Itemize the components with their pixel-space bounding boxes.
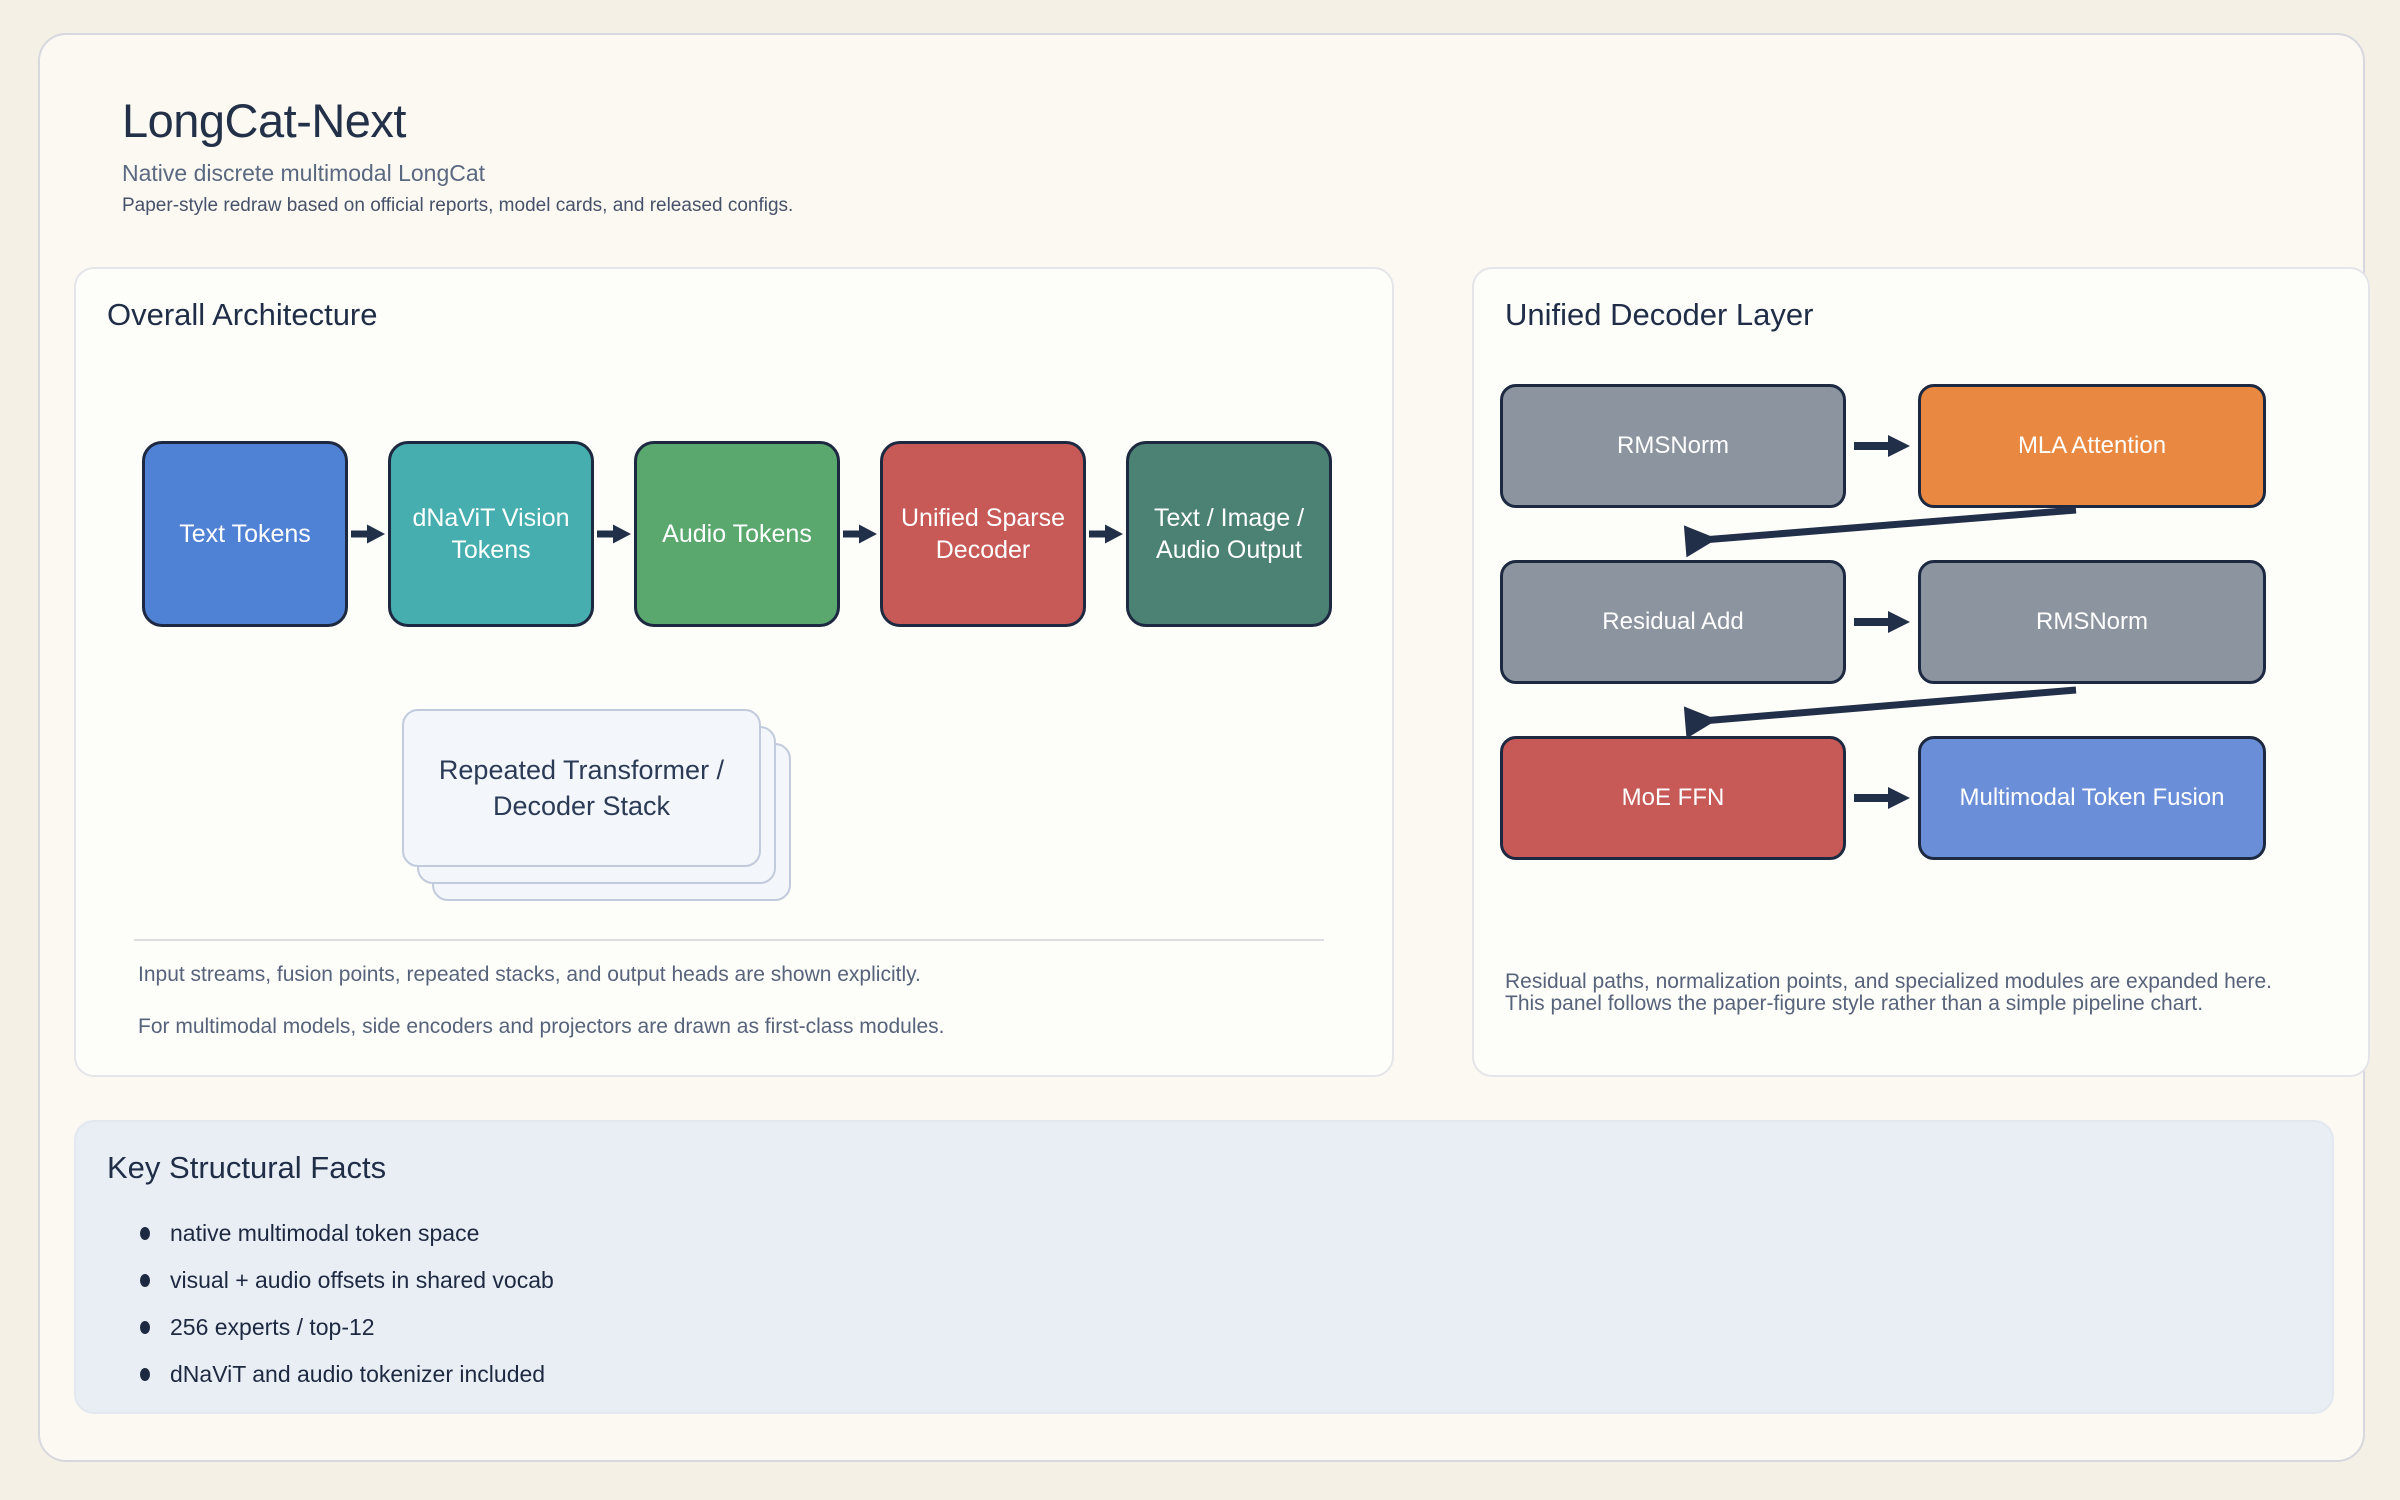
pipeline-box-label: Text Tokens [179,519,311,548]
fact-item: dNaViT and audio tokenizer included [140,1359,554,1389]
overall-notes: Input streams, fusion points, repeated s… [138,961,945,1041]
pipeline-box-label: Unified Sparse Decoder [901,503,1065,565]
decoder-box-label: MLA Attention [2017,432,2167,459]
decoder-box-mla-attention: MLA Attention [1918,384,2266,508]
flow-arrow-gap [840,441,880,627]
overall-note-1: Input streams, fusion points, repeated s… [138,963,921,986]
flow-arrow-icon [1089,524,1123,544]
decoder-row: RMSNorm MLA Attention [1500,384,2266,508]
fact-text: dNaViT and audio tokenizer included [170,1360,546,1387]
bullet-dot-icon [140,1273,150,1287]
page-tagline: Paper-style redraw based on official rep… [122,195,794,216]
overall-architecture-title: Overall Architecture [107,297,378,332]
pipeline-box-unified-sparse-decoder: Unified Sparse Decoder [880,441,1086,627]
repeated-stack: Repeated Transformer / Decoder Stack [402,709,797,914]
flow-arrow-gap [1846,736,1918,860]
main-card: LongCat-Next Native discrete multimodal … [38,33,2370,1462]
bullet-dot-icon [140,1367,150,1381]
facts-list: native multimodal token space visual + au… [140,1218,554,1406]
unified-decoder-panel: Unified Decoder Layer RMSNorm MLA Attenti… [1472,267,2370,1077]
decoder-row: Residual Add RMSNorm [1500,560,2266,684]
pipeline-box-label: Text / Image / Audio Output [1153,503,1305,565]
decoder-box-residual-add: Residual Add [1500,560,1846,684]
flow-arrow-icon [1854,435,1910,457]
decoder-box-rmsnorm: RMSNorm [1918,560,2266,684]
page-header: LongCat-Next Native discrete multimodal … [122,93,793,217]
page-subtitle: Native discrete multimodal LongCat [122,160,486,186]
flow-arrow-gap [594,441,634,627]
decoder-box-moe-ffn: MoE FFN [1500,736,1846,860]
key-facts-title: Key Structural Facts [107,1150,387,1185]
decoder-note-1: Residual paths, normalization points, an… [1505,970,2272,993]
flow-arrow-icon [1854,611,1910,633]
unified-decoder-title: Unified Decoder Layer [1505,297,1814,332]
stack-card-front: Repeated Transformer / Decoder Stack [402,709,761,867]
overall-architecture-panel: Overall Architecture Text Tokens dNaViT V… [74,267,1394,1077]
flow-arrow-icon [1854,787,1910,809]
decoder-box-rmsnorm: RMSNorm [1500,384,1846,508]
flow-arrow-gap [1846,384,1918,508]
decoder-box-label: RMSNorm [2036,608,2148,635]
fact-text: 256 experts / top-12 [170,1313,375,1340]
decoder-box-label: Residual Add [1602,608,1744,635]
flow-arrow-icon [843,524,877,544]
bullet-dot-icon [140,1320,150,1334]
fact-item: visual + audio offsets in shared vocab [140,1265,554,1295]
flow-arrow-gap [1846,560,1918,684]
pipeline-box-dnavit-vision-tokens: dNaViT Vision Tokens [388,441,594,627]
pipeline-box-label: dNaViT Vision Tokens [412,503,570,565]
key-facts-panel: Key Structural Facts native multimodal t… [74,1120,2334,1414]
decoder-notes: Residual paths, normalization points, an… [1505,969,2305,1018]
pipeline-box-label: Audio Tokens [662,519,812,548]
decoder-box-multimodal-token-fusion: Multimodal Token Fusion [1918,736,2266,860]
fact-text: native multimodal token space [170,1219,480,1246]
flow-arrow-gap [348,441,388,627]
fact-text: visual + audio offsets in shared vocab [170,1266,554,1293]
flow-arrow-icon [351,524,385,544]
pipeline-flow: Text Tokens dNaViT Vision Tokens Audio Tok… [142,441,1332,627]
stack-label: Repeated Transformer / Decoder Stack [438,754,725,821]
decoder-box-label: RMSNorm [1617,432,1729,459]
pipeline-box-text-image-audio-output: Text / Image / Audio Output [1126,441,1332,627]
decoder-row: MoE FFN Multimodal Token Fusion [1500,736,2266,860]
fact-item: 256 experts / top-12 [140,1312,554,1342]
decoder-box-label: Multimodal Token Fusion [1959,784,2225,811]
decoder-note-2: This panel follows the paper-figure styl… [1505,991,2204,1015]
flow-arrow-gap [1086,441,1126,627]
overall-note-2: For multimodal models, side encoders and… [138,1015,945,1039]
panel-divider [134,939,1324,941]
decoder-box-label: MoE FFN [1621,784,1725,811]
page-title: LongCat-Next [122,94,407,147]
fact-item: native multimodal token space [140,1218,554,1248]
pipeline-box-audio-tokens: Audio Tokens [634,441,840,627]
pipeline-box-text-tokens: Text Tokens [142,441,348,627]
flow-arrow-icon [597,524,631,544]
bullet-dot-icon [140,1226,150,1240]
